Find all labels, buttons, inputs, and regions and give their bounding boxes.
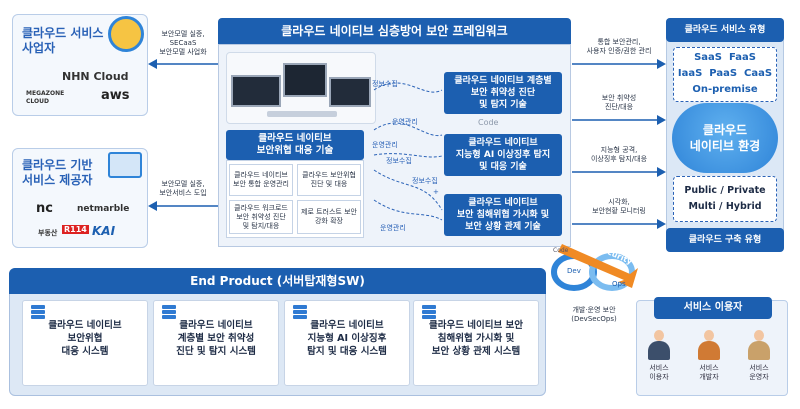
threat-response-head: 클라우드 네이티브 보안위협 대응 기술	[226, 130, 364, 160]
end-card-label: 클라우드 네이티브 보안위협 대응 시스템	[48, 320, 122, 357]
end-product-title: End Product (서버탑재형SW)	[9, 268, 546, 294]
logo-r114: R114	[62, 225, 89, 234]
logo-budongsan: 부동산	[38, 229, 58, 237]
deploy-line-2: Multi / Hybrid	[688, 201, 762, 212]
server-icon	[31, 305, 45, 321]
logo-aws: aws	[101, 88, 130, 103]
devsecops-diagram	[551, 244, 638, 291]
devsecops-caption: 개발·운영 보안 (DevSecOps)	[571, 306, 617, 323]
service-type-box: SaaS FaaS IaaS PaaS CaaS On-premise	[673, 47, 777, 102]
devsecops-dev-label: Dev	[567, 267, 581, 275]
tech-box-layer-vuln: 클라우드 네이티브 계층별 보안 취약성 진단 및 탐지 기술	[444, 72, 562, 114]
right-arrow-label-2: 보안 취약성 진단/대응	[601, 94, 637, 111]
cloud-native-env: 클라우드 네이티브 환경	[672, 103, 778, 173]
right-arrow-label-4: 시각화, 보안현황 모니터링	[592, 198, 646, 215]
base-provider-icon	[108, 152, 142, 178]
cell-workload-diagnosis: 클라우드 워크로드 보안 취약성 진단 및 탐지/대응	[229, 200, 293, 234]
base-arrow-label: 보안모델 실증, 보안서비스 도입	[159, 180, 207, 197]
end-card-threat-response: 클라우드 네이티브 보안위협 대응 시스템	[22, 300, 148, 386]
flow-label-info-3: 정보수집	[412, 177, 438, 185]
users-title: 서비스 이용자	[654, 297, 772, 319]
service-type-line-2: IaaS PaaS CaaS	[677, 68, 773, 79]
monitor-2	[283, 63, 327, 97]
end-card-label: 클라우드 네이티브 보안 침해위협 가시화 및 보안 상황 관제 시스템	[428, 320, 523, 357]
deploy-type-box: Public / Private Multi / Hybrid	[673, 176, 777, 222]
end-card-label: 클라우드 네이티브 지능형 AI 이상징후 탐지 및 대응 시스템	[307, 320, 387, 357]
cell-threat-diagnosis: 클라우드 보안위협 진단 및 대응	[297, 164, 361, 196]
server-icon	[293, 305, 307, 321]
logo-megazone: MEGAZONE CLOUD	[26, 90, 65, 105]
service-type-line-3: On-premise	[692, 84, 758, 95]
build-type-head: 클라우드 구축 유형	[666, 228, 784, 252]
user-role-label: 서비스 이용자	[649, 364, 669, 381]
biz-arrow	[148, 59, 218, 69]
right-arrow-label-3: 지능형 공격, 이상징후 탐지/대응	[590, 146, 648, 163]
monitor-1	[231, 75, 281, 107]
server-icon	[422, 305, 436, 321]
developer-person-icon	[696, 330, 722, 360]
devsecops-ops-label: Ops	[612, 280, 626, 288]
base-provider-title: 클라우드 기반 서비스 제공자	[22, 158, 93, 187]
cell-zero-trust: 제로 트러스트 보안 강화 확장	[297, 200, 361, 234]
cell-integrated-ops: 클라우드 네이티브 보안 통합 운영관리	[229, 164, 293, 196]
service-type-head: 클라우드 서비스 유형	[666, 18, 784, 42]
operator-person-icon	[746, 330, 772, 360]
flow-arrows	[373, 82, 443, 221]
service-type-line-1: SaaS FaaS	[694, 52, 756, 63]
tech-box-visualization: 클라우드 네이티브 보안 침해위협 가시화 및 보안 상황 관제 기술	[444, 194, 562, 236]
flow-label-ops-1: 운영관리	[392, 118, 418, 126]
user-person-icon	[646, 330, 672, 360]
devsecops-code-label: Code	[553, 247, 569, 254]
developer-role-label: 서비스 개발자	[699, 364, 719, 381]
flow-label-plus: +	[433, 188, 439, 196]
deploy-line-1: Public / Private	[684, 185, 766, 196]
flow-label-info-2: 정보수집	[386, 157, 412, 165]
logo-kai: KAI	[92, 224, 116, 238]
logo-nhn-cloud: NHN Cloud	[62, 70, 129, 83]
cloud-provider-title: 클라우드 서비스 사업자	[22, 26, 104, 55]
flow-label-info-1: 정보수집	[372, 80, 398, 88]
cloud-provider-icon	[108, 16, 144, 52]
right-arrow-1	[572, 59, 666, 69]
monitor-illustration	[226, 52, 376, 124]
right-arrow-label-1: 통합 보안관리, 사용자 인증/권한 관리	[586, 38, 652, 55]
monitor-3	[329, 77, 371, 107]
end-card-layer-vuln: 클라우드 네이티브 계층별 보안 취약성 진단 및 탐지 시스템	[153, 300, 279, 386]
tech-box-ai-anomaly: 클라우드 네이티브 지능형 AI 이상징후 탐지 및 대응 기술	[444, 134, 562, 176]
right-arrow-2	[572, 115, 666, 125]
framework-title: 클라우드 네이티브 심층방어 보안 프레임워크	[218, 18, 571, 44]
flow-label-ops-2: 운영관리	[372, 141, 398, 149]
right-arrow-4	[572, 219, 666, 229]
flow-label-code: Code	[478, 118, 499, 127]
base-arrow	[148, 201, 218, 211]
biz-arrow-label: 보안모델 실증, SECaaS 보안모델 사업화	[159, 30, 207, 56]
server-icon	[162, 305, 176, 321]
right-arrow-3	[572, 167, 666, 177]
end-card-visualization: 클라우드 네이티브 보안 침해위협 가시화 및 보안 상황 관제 시스템	[413, 300, 539, 386]
end-card-label: 클라우드 네이티브 계층별 보안 취약성 진단 및 탐지 시스템	[176, 320, 256, 357]
monitor-stand	[267, 111, 337, 117]
end-card-ai-anomaly: 클라우드 네이티브 지능형 AI 이상징후 탐지 및 대응 시스템	[284, 300, 410, 386]
flow-label-ops-3: 운영관리	[380, 224, 406, 232]
operator-role-label: 서비스 운영자	[749, 364, 769, 381]
logo-nc: nc	[36, 201, 53, 216]
logo-netmarble: netmarble	[77, 204, 130, 214]
